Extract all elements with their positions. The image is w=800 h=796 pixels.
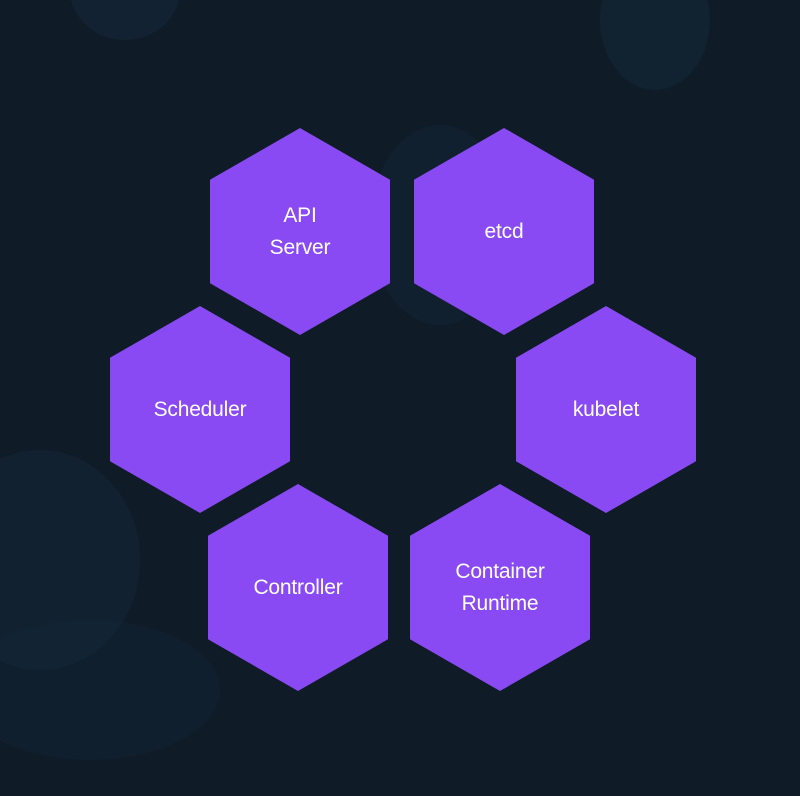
controller-hexagon: Controller [208,484,388,691]
scheduler-label: Scheduler [153,397,247,421]
scheduler-hexagon: Scheduler [110,306,290,513]
etcd-hexagon: etcd [414,128,594,335]
controller-label: Controller [253,575,343,599]
kubelet-label: kubelet [572,397,640,421]
api-server-label: API Server [269,203,331,259]
kubelet-hexagon: kubelet [516,306,696,513]
container-runtime-hexagon: Container Runtime [410,484,590,691]
api-server-hexagon: API Server [210,128,390,335]
background-circle [70,0,180,40]
background-circle [0,620,220,760]
etcd-label: etcd [484,219,524,243]
container-runtime-label: Container Runtime [455,559,545,615]
background-circle [600,0,710,90]
